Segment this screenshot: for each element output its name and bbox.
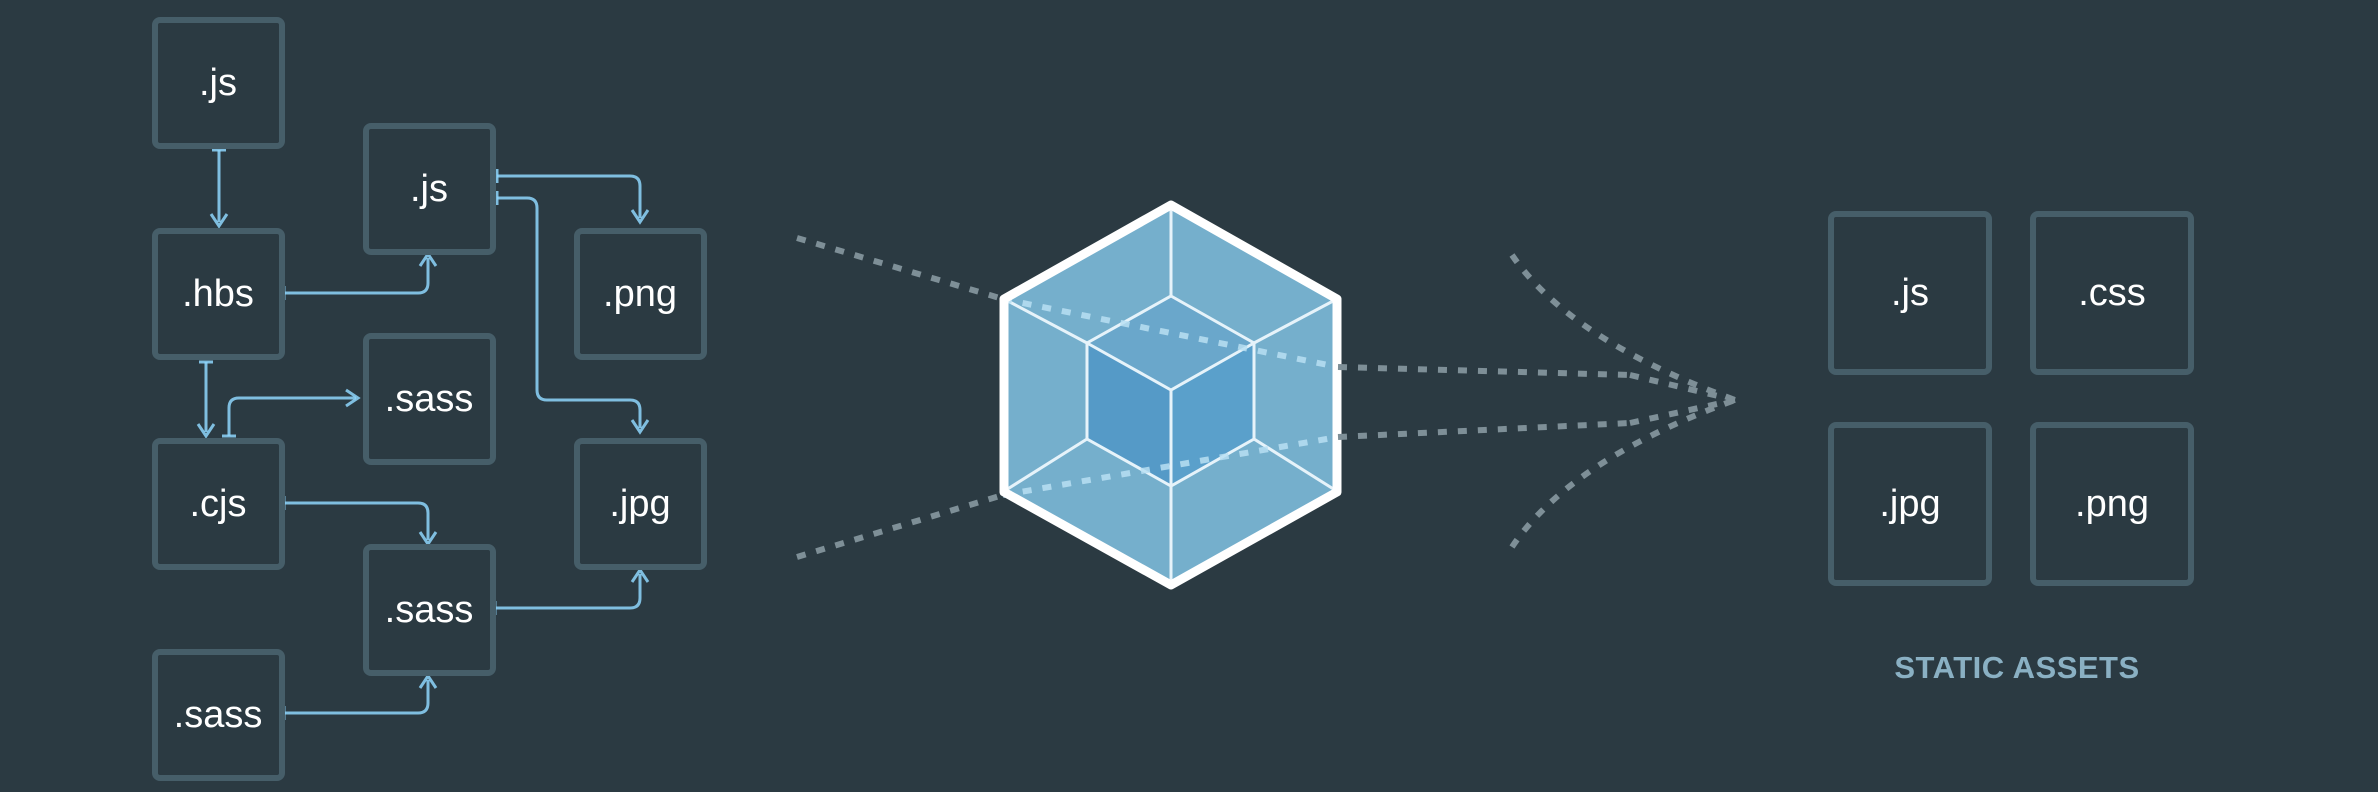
connector-cjs-sass2: [284, 501, 430, 540]
connector-sass3-sass2: [284, 680, 430, 715]
static-assets-title: STATIC ASSETS: [1894, 650, 2139, 685]
output-funnel-lines: [1337, 253, 1737, 549]
module-label: .sass: [385, 378, 474, 420]
static-assets: .js .css .jpg .png STATIC ASSETS: [1828, 211, 2194, 685]
module-jpg: .jpg: [574, 438, 707, 570]
module-js-right: .js: [363, 123, 496, 255]
asset-png: .png: [2030, 422, 2194, 586]
connector-js2-jpg: [497, 196, 642, 428]
module-label: .hbs: [182, 273, 254, 315]
module-label: .jpg: [609, 483, 670, 525]
module-label: .sass: [385, 589, 474, 631]
module-sass-bottom: .sass: [152, 649, 285, 781]
connector-js2-png: [497, 174, 642, 218]
module-label: .js: [410, 168, 448, 210]
module-png: .png: [574, 228, 707, 360]
asset-js: .js: [1828, 211, 1992, 375]
asset-label: .js: [1891, 272, 1929, 314]
module-label: .sass: [174, 694, 263, 736]
module-label: .cjs: [190, 483, 247, 525]
webpack-cube-icon: [999, 200, 1342, 590]
input-funnel-lines: [796, 235, 1004, 560]
module-boxes: .js .hbs .cjs .sass .js .sass .sass .pn: [152, 17, 707, 781]
module-label: .js: [199, 62, 237, 104]
asset-label: .css: [2078, 272, 2146, 314]
module-hbs: .hbs: [152, 228, 285, 360]
dependency-connectors: [196, 148, 650, 720]
asset-css: .css: [2030, 211, 2194, 375]
module-js-top: .js: [152, 17, 285, 149]
module-sass-top: .sass: [363, 333, 496, 465]
connector-sass2-jpg: [495, 574, 642, 610]
asset-label: .jpg: [1879, 483, 1940, 525]
module-cjs: .cjs: [152, 438, 285, 570]
asset-label: .png: [2075, 483, 2149, 525]
connector-hbs-js2: [284, 258, 430, 295]
asset-jpg: .jpg: [1828, 422, 1992, 586]
module-label: .png: [603, 273, 677, 315]
module-sass-middle: .sass: [363, 544, 496, 676]
connector-cjs-sass1: [227, 396, 356, 436]
